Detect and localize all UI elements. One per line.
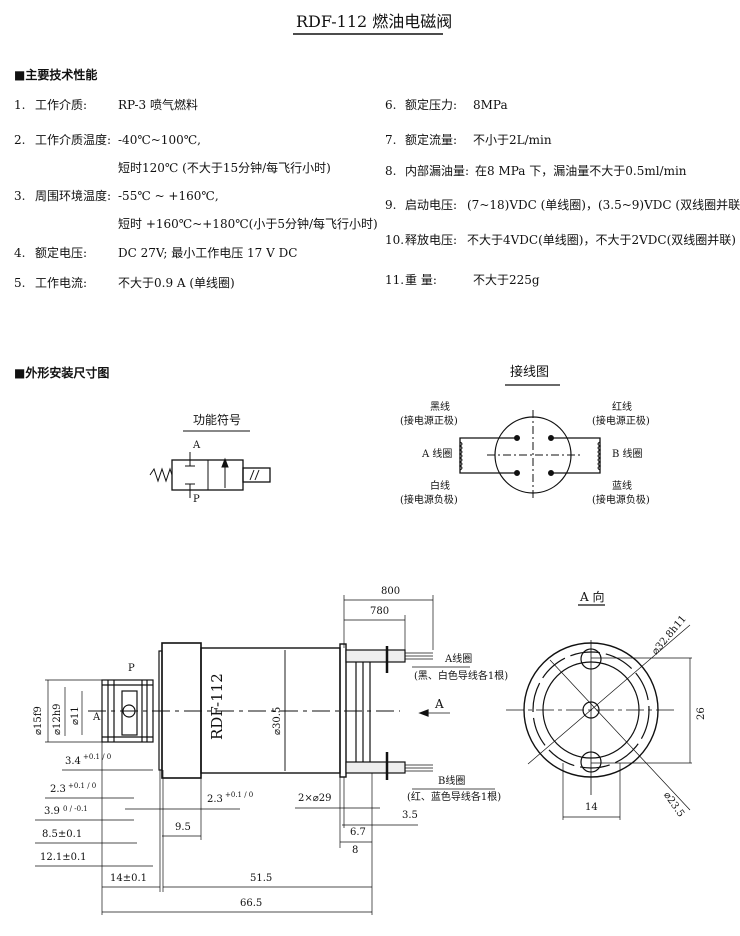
- dim-3-4-tol: +0.1 / 0: [83, 753, 112, 761]
- spec-label: 重 量:: [405, 273, 437, 287]
- spec-num: 7.: [385, 133, 397, 147]
- spec-value: 8MPa: [473, 98, 508, 112]
- spec-num: 4.: [14, 246, 26, 260]
- wire-white-note: (接电源负极): [400, 495, 458, 506]
- dim-800: 800: [381, 586, 401, 597]
- dim-2x29: 2×⌀29: [298, 793, 332, 804]
- dimension-lines: [35, 595, 434, 915]
- port-p-marker: P: [128, 663, 135, 674]
- spec-label: 工作电流:: [35, 276, 88, 290]
- dim-9-5: 9.5: [175, 822, 191, 833]
- dim-8-5: 8.5±0.1: [42, 829, 83, 840]
- spec-num: 8.: [385, 164, 397, 178]
- view-a-title: A 向: [580, 590, 605, 604]
- spec-label: 额定电压:: [35, 246, 88, 260]
- symbol-title: 功能符号: [193, 413, 242, 427]
- dim-780: 780: [370, 606, 390, 617]
- spec-num: 6.: [385, 98, 397, 112]
- spec-label: 内部漏油量:: [405, 164, 470, 178]
- spec-label: 释放电压:: [405, 233, 458, 247]
- spec-value: 不大于0.9 A (单线圈): [118, 276, 235, 290]
- end-view-a: [506, 604, 692, 820]
- dim-8: 8: [352, 845, 359, 856]
- dim-51-5: 51.5: [250, 873, 273, 884]
- dim-14-view: 14: [585, 802, 598, 813]
- symbol-port-a: A: [193, 440, 201, 451]
- spec-value: RP-3 喷气燃料: [118, 98, 198, 112]
- symbol-port-p: P: [193, 494, 200, 505]
- spec-value: 不大于225g: [473, 273, 540, 287]
- page-title: RDF-112 燃油电磁阀: [296, 12, 453, 31]
- dim-d12: ⌀12h9: [52, 703, 63, 735]
- spec-label: 额定压力:: [405, 98, 458, 112]
- dim-26: 26: [696, 707, 707, 720]
- spec-value: 不小于2L/min: [473, 133, 552, 147]
- dim-3-5: 3.5: [402, 810, 418, 821]
- dim-3-9-tol: 0 / -0.1: [63, 805, 88, 813]
- wire-red-note: (接电源正极): [592, 416, 650, 427]
- coil-b-callout: B线圈: [438, 776, 466, 787]
- spec-value: 短时120℃ (不大于15分钟/每飞行小时): [118, 161, 331, 175]
- coil-a-note: (黑、白色导线各1根): [414, 671, 509, 682]
- model-marking: RDF-112: [208, 673, 226, 740]
- spec-num: 5.: [14, 276, 26, 290]
- section-a-marker: A: [93, 712, 101, 723]
- wire-white-label: 白线: [430, 481, 450, 492]
- spec-label: 启动电压:: [405, 198, 458, 212]
- spec-value: -40℃~100℃,: [118, 133, 201, 147]
- spec-label: 工作介质温度:: [35, 133, 112, 147]
- spec-num: 3.: [14, 189, 26, 203]
- coil-a-label: A 线圈: [422, 449, 453, 460]
- spec-value: 短时 +160℃~+180℃(小于5分钟/每飞行小时): [118, 217, 378, 231]
- spec-num: 10.: [385, 233, 405, 247]
- spec-label: 工作介质:: [35, 98, 88, 112]
- spec-value: 不大于4VDC(单线圈)，不大于2VDC(双线圈并联): [467, 233, 736, 247]
- spec-num: 2.: [14, 133, 26, 147]
- dim-2-3b: 2.3: [207, 794, 223, 805]
- dim-6-7: 6.7: [350, 827, 366, 838]
- spec-label: 额定流量:: [405, 133, 458, 147]
- dim-d15: ⌀15f9: [33, 706, 44, 735]
- dim-66-5: 66.5: [240, 898, 263, 909]
- dims-heading: ■外形安装尺寸图: [14, 366, 110, 380]
- coil-a-callout: A线圈: [445, 654, 473, 665]
- specs-heading: ■主要技术性能: [14, 68, 98, 82]
- valve-symbol: [149, 430, 271, 498]
- spec-label: 周围环境温度:: [35, 189, 112, 203]
- dim-2-3a-tol: +0.1 / 0: [68, 782, 97, 790]
- dim-d11: ⌀11: [70, 706, 81, 725]
- dim-2-3a: 2.3: [50, 784, 66, 795]
- wiring-title: 接线图: [510, 365, 550, 380]
- view-a-arrow-label: A: [435, 697, 444, 711]
- coil-b-note: (红、蓝色导线各1根): [407, 792, 502, 803]
- spec-num: 9.: [385, 198, 397, 212]
- spec-value: -55℃ ~ +160℃,: [118, 189, 219, 203]
- wire-black-note: (接电源正极): [400, 416, 458, 427]
- dim-14: 14±0.1: [110, 873, 148, 884]
- spec-value: 在8 MPa 下，漏油量不大于0.5ml/min: [475, 164, 687, 178]
- wiring-diagram: [458, 384, 602, 500]
- dim-3-4: 3.4: [65, 756, 81, 767]
- dim-12-1: 12.1±0.1: [40, 852, 87, 863]
- dim-3-9: 3.9: [44, 806, 60, 817]
- dim-d30-5: ⌀30.5: [272, 706, 283, 735]
- valve-side-view: [88, 642, 495, 790]
- coil-b-label: B 线圈: [612, 449, 643, 460]
- spec-value: DC 27V; 最小工作电压 17 V DC: [118, 246, 298, 260]
- spec-value: (7~18)VDC (单线圈)，(3.5~9)VDC (双线圈并联): [467, 198, 740, 212]
- spec-num: 11.: [385, 273, 405, 287]
- dim-2-3b-tol: +0.1 / 0: [225, 791, 254, 799]
- wire-red-label: 红线: [612, 402, 632, 413]
- wire-black-label: 黑线: [430, 402, 450, 413]
- wire-blue-note: (接电源负极): [592, 495, 650, 506]
- wire-blue-label: 蓝线: [612, 481, 632, 492]
- spec-num: 1.: [14, 98, 26, 112]
